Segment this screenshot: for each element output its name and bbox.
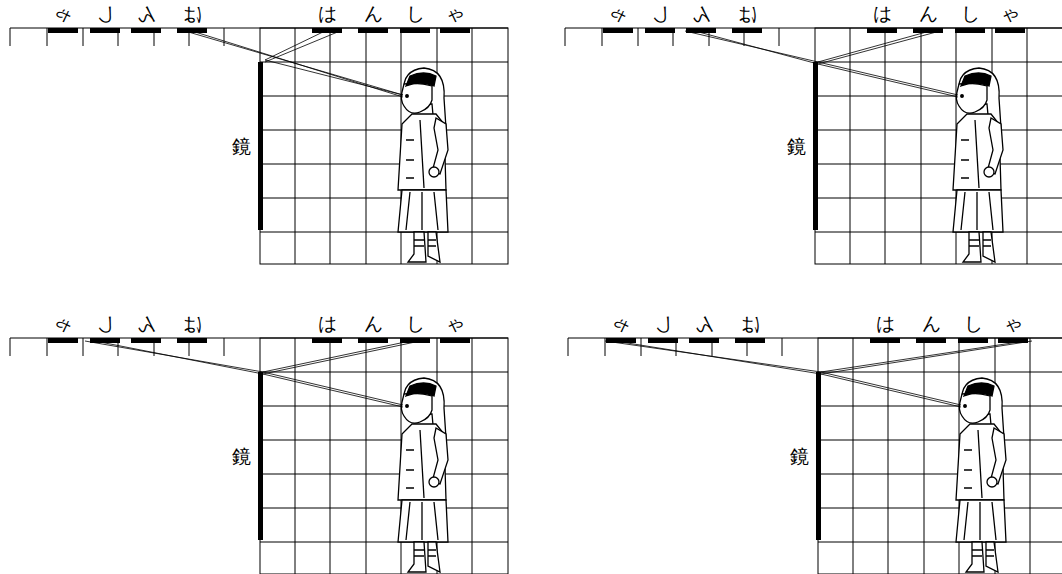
letter: し (961, 4, 980, 23)
mirrored-letter: ゃ (609, 4, 628, 23)
mirrored-letter: は (183, 4, 202, 23)
letter: ゃ (1004, 314, 1023, 333)
mirrored-letter: ん (695, 314, 714, 333)
mirrored-letter: は (183, 314, 202, 333)
mirror-label: 鏡 (232, 136, 251, 157)
mirrored-letter: ゃ (54, 4, 73, 23)
mirror-label: 鏡 (232, 446, 251, 467)
letter: は (318, 4, 337, 23)
mirrored-letter: し (654, 314, 673, 333)
letter: し (406, 314, 425, 333)
letter: は (876, 314, 895, 333)
mirrored-letter: ん (137, 314, 156, 333)
mirrored-letter: は (741, 314, 760, 333)
letter: ゃ (446, 314, 465, 333)
mirrored-letter: は (738, 4, 757, 23)
letter: し (406, 4, 425, 23)
mirrored-letter: ん (137, 4, 156, 23)
letter: ん (919, 4, 938, 23)
mirrored-letter: し (651, 4, 670, 23)
letter: し (964, 314, 983, 333)
letter: は (873, 4, 892, 23)
letter: ん (922, 314, 941, 333)
letter: ゃ (1001, 4, 1020, 23)
mirrored-letter: ん (692, 4, 711, 23)
mirrored-letter: し (96, 4, 115, 23)
mirrored-letter: ゃ (54, 314, 73, 333)
letter: ゃ (446, 4, 465, 23)
letter: ん (364, 314, 383, 333)
mirror-label: 鏡 (790, 446, 809, 467)
mirrored-letter: し (96, 314, 115, 333)
mirror-label: 鏡 (787, 136, 806, 157)
mirrored-letter: ゃ (612, 314, 631, 333)
letter: ん (364, 4, 383, 23)
letter: は (318, 314, 337, 333)
